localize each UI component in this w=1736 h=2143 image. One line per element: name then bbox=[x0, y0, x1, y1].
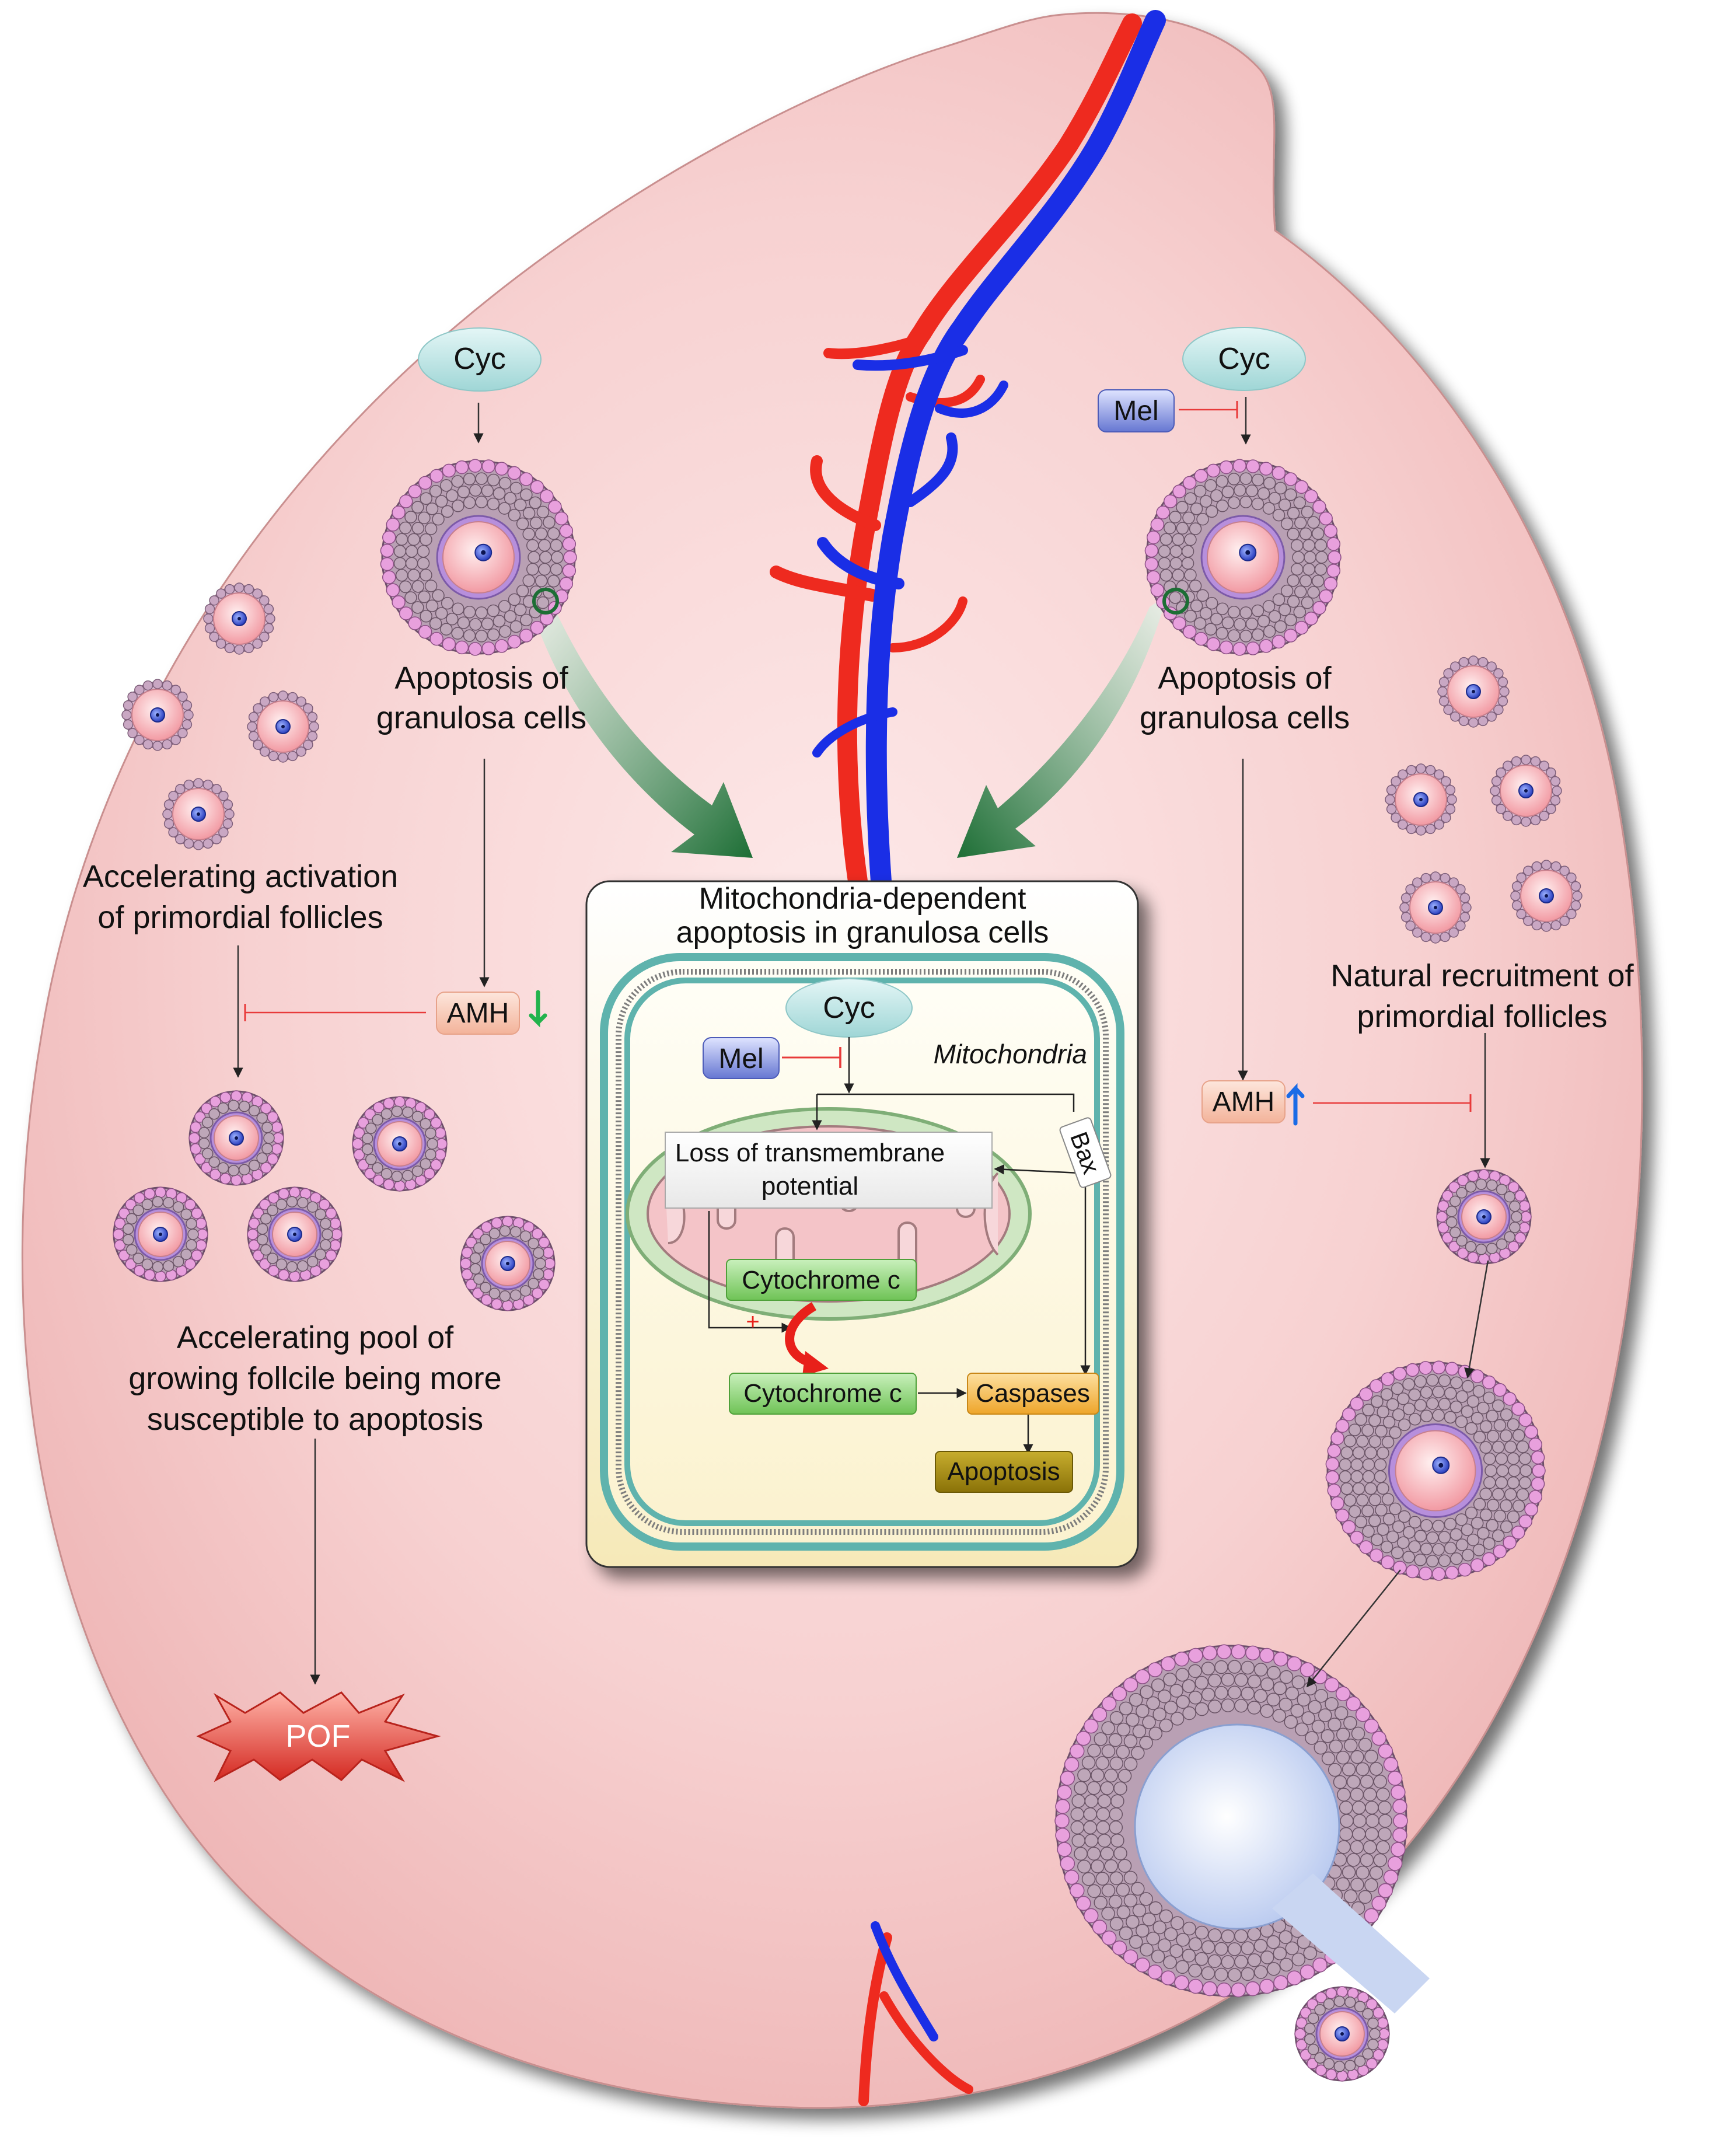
cell-membrane-inner bbox=[616, 969, 1109, 1535]
box-cyc-label: Cyc bbox=[823, 991, 875, 1025]
cytochrome-inner-box bbox=[726, 1259, 917, 1301]
left-growing-follicle-4 bbox=[247, 1186, 343, 1282]
mitochondria-pathway-box: Mitochondria-dependent apoptosis in gran… bbox=[585, 880, 1139, 1568]
natural-recruitment-line2: primordial follicles bbox=[1357, 999, 1607, 1034]
caspases-box bbox=[967, 1373, 1099, 1415]
plus-sign: + bbox=[746, 1309, 759, 1335]
right-growing-follicle bbox=[1436, 1169, 1532, 1265]
left-cyc-label: Cyc bbox=[453, 342, 506, 376]
apoptosis-label: Apoptosis bbox=[947, 1457, 1060, 1486]
left-green-arrow bbox=[531, 595, 753, 858]
right-primordial-follicle-1 bbox=[1437, 655, 1510, 728]
natural-recruitment-line1: Natural recruitment of bbox=[1330, 958, 1634, 993]
cytochrome-outer-label: Cytochrome c bbox=[743, 1379, 902, 1408]
right-secondary-follicle bbox=[1144, 459, 1342, 656]
right-green-arrow bbox=[957, 595, 1167, 858]
left-growing-follicle-2 bbox=[352, 1096, 448, 1192]
accelerating-activation-line2: of primordial follicles bbox=[97, 900, 383, 935]
left-apoptosis-line2: granulosa cells bbox=[376, 700, 586, 735]
right-cyc-label: Cyc bbox=[1218, 342, 1270, 376]
accelerating-activation-line1: Accelerating activation bbox=[83, 859, 398, 894]
accelerating-pool-line3: susceptible to apoptosis bbox=[147, 1402, 483, 1437]
right-mel-label: Mel bbox=[1113, 396, 1158, 427]
left-primordial-follicle-4 bbox=[162, 778, 235, 850]
right-amh-label: AMH bbox=[1213, 1087, 1275, 1118]
pof-label: POF bbox=[285, 1719, 350, 1754]
amh-down-arrow-icon bbox=[529, 990, 547, 1028]
loss-potential-line2: potential bbox=[762, 1172, 858, 1200]
left-cyc-bubble bbox=[418, 327, 542, 392]
loss-potential-line1: Loss of transmembrane bbox=[675, 1139, 945, 1167]
right-apoptosis-line2: granulosa cells bbox=[1140, 700, 1350, 735]
left-connectors bbox=[233, 403, 490, 1685]
accelerating-pool-line2: growing follcile being more bbox=[128, 1361, 501, 1396]
caspases-label: Caspases bbox=[976, 1379, 1090, 1408]
loss-potential-box bbox=[665, 1132, 993, 1209]
box-mel-box bbox=[703, 1037, 780, 1079]
left-amh-box bbox=[436, 992, 520, 1035]
right-primordial-follicle-4 bbox=[1399, 871, 1472, 944]
left-growing-follicle-5 bbox=[460, 1216, 556, 1311]
right-apoptosis-line1: Apoptosis of bbox=[1158, 661, 1332, 696]
accelerating-pool-line1: Accelerating pool of bbox=[177, 1320, 454, 1355]
left-amh-label: AMH bbox=[447, 998, 509, 1029]
box-title-line1: Mitochondria-dependent bbox=[699, 882, 1026, 916]
ovulated-oocyte-complex bbox=[1294, 1986, 1390, 2082]
release-curved-arrow-icon bbox=[785, 1302, 817, 1367]
left-primordial-follicle-3 bbox=[247, 690, 319, 763]
box-mel-label: Mel bbox=[718, 1043, 763, 1074]
left-growing-follicle-1 bbox=[188, 1090, 284, 1186]
right-large-preantral-follicle bbox=[1325, 1360, 1546, 1581]
left-apoptosis-line1: Apoptosis of bbox=[394, 661, 568, 696]
left-primordial-follicle-2 bbox=[121, 679, 194, 751]
apoptosis-box bbox=[935, 1451, 1073, 1493]
right-primordial-follicle-3 bbox=[1490, 755, 1562, 827]
right-amh-box bbox=[1201, 1080, 1286, 1123]
cytochrome-outer-box bbox=[729, 1373, 917, 1415]
left-secondary-follicle bbox=[380, 459, 577, 656]
right-antral-follicle bbox=[1054, 1644, 1430, 2013]
right-primordial-follicle-2 bbox=[1385, 763, 1457, 836]
right-mel-box bbox=[1098, 389, 1175, 432]
right-cyc-bubble bbox=[1182, 327, 1306, 391]
mitochondria-label: Mitochondria bbox=[934, 1039, 1087, 1069]
amh-up-arrow-icon bbox=[1286, 1083, 1305, 1126]
cytochrome-inner-label: Cytochrome c bbox=[742, 1266, 900, 1294]
left-primordial-follicle-1 bbox=[203, 582, 275, 655]
blood-vessel-tree bbox=[770, 10, 1166, 2106]
box-title-line2: apoptosis in granulosa cells bbox=[676, 916, 1049, 950]
left-growing-follicle-3 bbox=[113, 1186, 208, 1282]
pof-star-icon bbox=[196, 1691, 441, 1782]
follicle-group bbox=[113, 459, 1583, 2082]
right-primordial-follicle-5 bbox=[1510, 860, 1583, 932]
right-connectors bbox=[1238, 397, 1490, 1688]
